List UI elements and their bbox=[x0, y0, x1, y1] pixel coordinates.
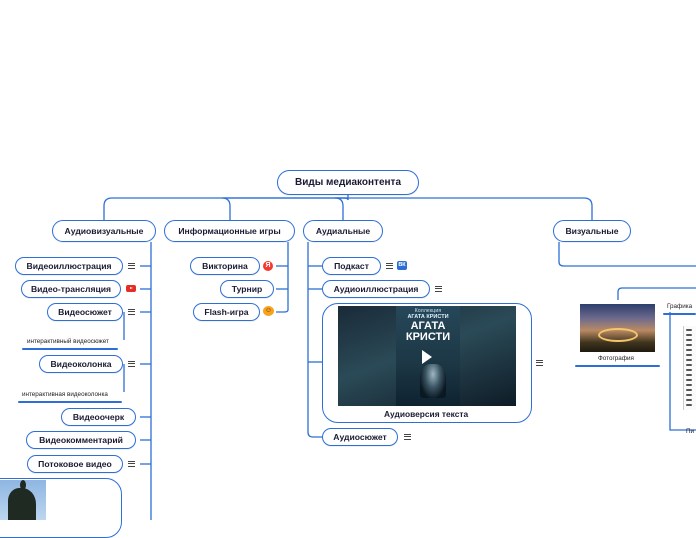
note-interactive-video-column: интерактивная видеоколонка bbox=[22, 391, 108, 398]
node-video-comment-label: Видеокомментарий bbox=[39, 435, 123, 445]
node-video-column-label: Видеоколонка bbox=[50, 359, 112, 369]
node-tournament[interactable]: Турнир bbox=[220, 280, 274, 298]
note-interactive-video-story: интерактивный видеосюжет bbox=[27, 338, 109, 345]
notes-icon[interactable] bbox=[435, 286, 442, 292]
branch-audiovisual[interactable]: Аудиовизуальные bbox=[52, 220, 156, 242]
node-audio-story[interactable]: Аудиосюжет bbox=[322, 428, 398, 446]
graphics-underline bbox=[663, 313, 696, 315]
cover-title-line2: КРИСТИ bbox=[405, 331, 451, 343]
photo-caption: Фотография bbox=[598, 355, 634, 362]
node-audio-story-label: Аудиосюжет bbox=[333, 432, 387, 442]
youtube-icon[interactable] bbox=[126, 285, 136, 292]
cover-series: Коллекция bbox=[414, 308, 442, 314]
node-video-column[interactable]: Видеоколонка bbox=[39, 355, 123, 373]
monument-photo bbox=[0, 480, 46, 520]
notes-icon[interactable] bbox=[128, 361, 135, 367]
note-underline bbox=[18, 401, 122, 403]
node-video-broadcast[interactable]: Видео-трансляция bbox=[21, 280, 121, 298]
node-flash-game[interactable]: Flash-игра bbox=[193, 303, 260, 321]
notes-icon[interactable] bbox=[128, 263, 135, 269]
node-audio-illustration[interactable]: Аудиоиллюстрация bbox=[322, 280, 430, 298]
notes-icon[interactable] bbox=[386, 263, 393, 269]
graphics-label: Графика bbox=[667, 303, 693, 310]
node-video-essay-label: Видеоочерк bbox=[72, 412, 125, 422]
node-video-illustration-label: Видеоиллюстрация bbox=[26, 261, 112, 271]
smile-icon[interactable]: ☺ bbox=[263, 306, 274, 316]
node-tournament-label: Турнир bbox=[231, 284, 263, 294]
node-video-illustration[interactable]: Видеоиллюстрация bbox=[15, 257, 123, 275]
mind-map-canvas: Виды медиаконтента Аудиовизуальные Инфор… bbox=[0, 170, 696, 538]
node-audio-illustration-label: Аудиоиллюстрация bbox=[333, 284, 419, 294]
partial-label: Пи bbox=[686, 428, 695, 435]
audio-version-caption: Аудиоверсия текста bbox=[384, 409, 469, 419]
branch-infogames[interactable]: Информационные игры bbox=[164, 220, 295, 242]
cover-author: АГАТА КРИСТИ bbox=[407, 314, 449, 320]
node-video-story[interactable]: Видеосюжет bbox=[47, 303, 123, 321]
cover-figure bbox=[420, 364, 446, 398]
stadium-photo bbox=[580, 304, 655, 352]
notes-icon[interactable] bbox=[128, 309, 135, 315]
photo-underline bbox=[575, 365, 660, 367]
branch-visual-label: Визуальные bbox=[565, 226, 619, 236]
yandex-icon[interactable]: Я bbox=[263, 261, 273, 271]
branch-audial[interactable]: Аудиальные bbox=[303, 220, 383, 242]
branch-audiovisual-label: Аудиовизуальные bbox=[64, 226, 144, 236]
branch-infogames-label: Информационные игры bbox=[178, 226, 281, 236]
node-flash-game-label: Flash-игра bbox=[204, 307, 249, 317]
note-underline bbox=[22, 348, 118, 350]
branch-audial-label: Аудиальные bbox=[315, 226, 371, 236]
notes-icon[interactable] bbox=[536, 360, 543, 366]
node-podcast[interactable]: Подкаст bbox=[322, 257, 381, 275]
node-streaming-video[interactable]: Потоковое видео bbox=[27, 455, 123, 473]
node-streaming-video-label: Потоковое видео bbox=[38, 459, 112, 469]
cover-title-line1: АГАТА bbox=[410, 320, 446, 332]
notebook-image bbox=[683, 326, 696, 410]
vk-icon[interactable]: ВК bbox=[397, 261, 407, 270]
node-video-story-label: Видеосюжет bbox=[58, 307, 112, 317]
node-podcast-label: Подкаст bbox=[334, 261, 369, 271]
branch-visual[interactable]: Визуальные bbox=[553, 220, 631, 242]
connector-lines bbox=[103, 194, 696, 520]
cover-title: АГАТА КРИСТИ bbox=[396, 321, 460, 343]
node-quiz-label: Викторина bbox=[202, 261, 248, 271]
node-video-essay[interactable]: Видеоочерк bbox=[61, 408, 136, 426]
root-label: Виды медиаконтента bbox=[294, 177, 402, 188]
play-icon[interactable] bbox=[421, 350, 433, 364]
root-node[interactable]: Виды медиаконтента bbox=[277, 170, 419, 195]
audiobook-cover[interactable]: Коллекция АГАТА КРИСТИ АГАТА КРИСТИ bbox=[338, 306, 516, 406]
node-video-comment[interactable]: Видеокомментарий bbox=[26, 431, 136, 449]
notes-icon[interactable] bbox=[128, 461, 135, 467]
notes-icon[interactable] bbox=[404, 434, 411, 440]
node-quiz[interactable]: Викторина bbox=[190, 257, 260, 275]
node-video-broadcast-label: Видео-трансляция bbox=[30, 284, 112, 294]
